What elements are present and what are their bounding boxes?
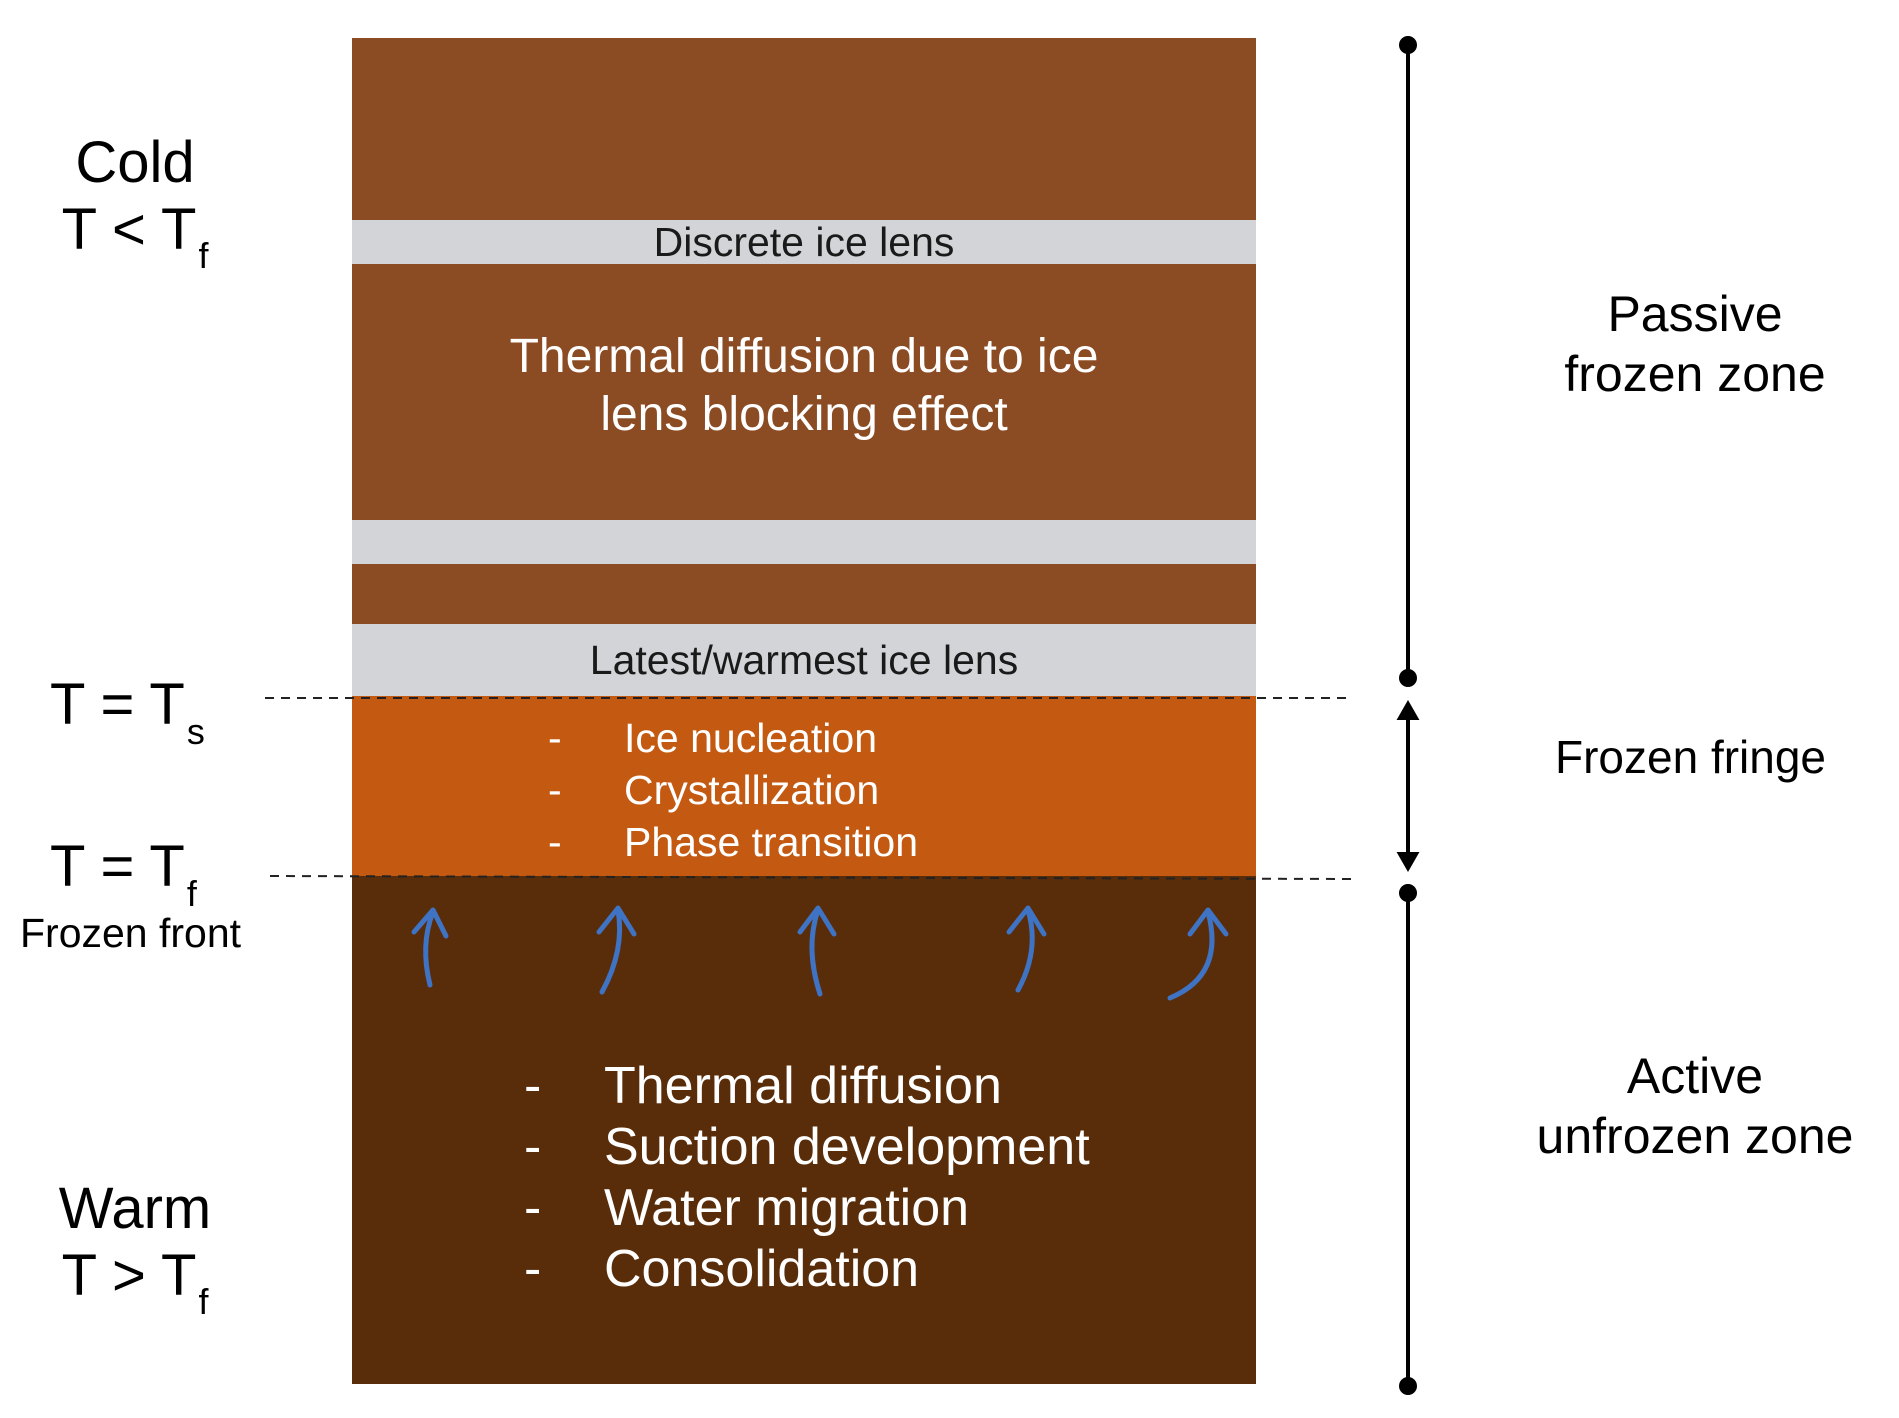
warm-text: Warm: [58, 1176, 212, 1241]
tf-dashed-line: [269, 875, 1353, 880]
upper-description-line-1: Thermal diffusion due to ice: [509, 330, 1099, 383]
latest-warmest-ice-lens: Latest/warmest ice lens: [352, 624, 1256, 696]
discrete-ice-lens-label: Discrete ice lens: [653, 218, 955, 265]
list-item: -Thermal diffusion: [524, 1057, 1002, 1115]
cold-text: Cold: [75, 130, 195, 195]
warm-condition: T > Tf: [61, 1242, 209, 1323]
passive-frozen-zone-label: Passive frozen zone: [1564, 286, 1826, 402]
active-zone-bracket: [1399, 884, 1417, 1395]
frozen-fringe-label: Frozen fringe: [1555, 731, 1827, 783]
frozen-front-label: Frozen front: [20, 910, 242, 956]
unfrozen-process-list: -Thermal diffusion -Suction development …: [524, 1056, 1090, 1300]
list-item: -Ice nucleation: [548, 712, 918, 764]
list-dash: -: [524, 1057, 542, 1115]
discrete-ice-lens: Discrete ice lens: [352, 218, 1256, 265]
ice-lens-middle: [352, 520, 1256, 564]
upper-description: Thermal diffusion due to ice lens blocki…: [352, 328, 1256, 444]
water-migration-arrow-icon: [1167, 907, 1229, 1001]
tf-label: T = Tf: [50, 834, 197, 914]
active-unfrozen-zone-label: Active unfrozen zone: [1536, 1048, 1854, 1164]
passive-zone-bracket: [1399, 36, 1417, 687]
warm-label: Warm T > Tf: [40, 1176, 230, 1323]
list-dash: -: [548, 819, 562, 865]
frozen-fringe-double-arrow-icon: [1396, 699, 1420, 873]
list-item: -Crystallization: [548, 764, 918, 816]
list-item: -Water migration: [524, 1179, 970, 1237]
water-migration-arrow-icon: [797, 905, 837, 997]
passive-frozen-soil-middle: [352, 264, 1256, 520]
cold-label: Cold T < Tf: [40, 130, 230, 277]
list-dash: -: [524, 1240, 542, 1298]
list-dash: -: [548, 715, 562, 761]
active-unfrozen-soil: [352, 876, 1256, 1384]
cold-condition: T < Tf: [61, 196, 209, 277]
list-dash: -: [524, 1118, 542, 1176]
frozen-fringe-layer: [352, 696, 1256, 876]
list-dash: -: [524, 1179, 542, 1237]
passive-frozen-soil-bottom: [352, 564, 1256, 624]
list-dash: -: [548, 767, 562, 813]
list-item: -Phase transition: [548, 816, 918, 868]
water-migration-arrow-icon: [596, 905, 637, 995]
fringe-process-list: -Ice nucleation -Crystallization -Phase …: [548, 712, 918, 868]
latest-ice-lens-label: Latest/warmest ice lens: [589, 636, 1019, 683]
upper-description-line-2: lens blocking effect: [600, 388, 1008, 441]
ts-label: T = Ts: [50, 672, 205, 752]
water-migration-arrow-icon: [411, 907, 449, 988]
list-item: -Suction development: [524, 1118, 1090, 1176]
water-migration-arrow-icon: [1006, 905, 1047, 993]
passive-frozen-soil-top: [352, 38, 1256, 220]
list-item: -Consolidation: [524, 1240, 920, 1298]
